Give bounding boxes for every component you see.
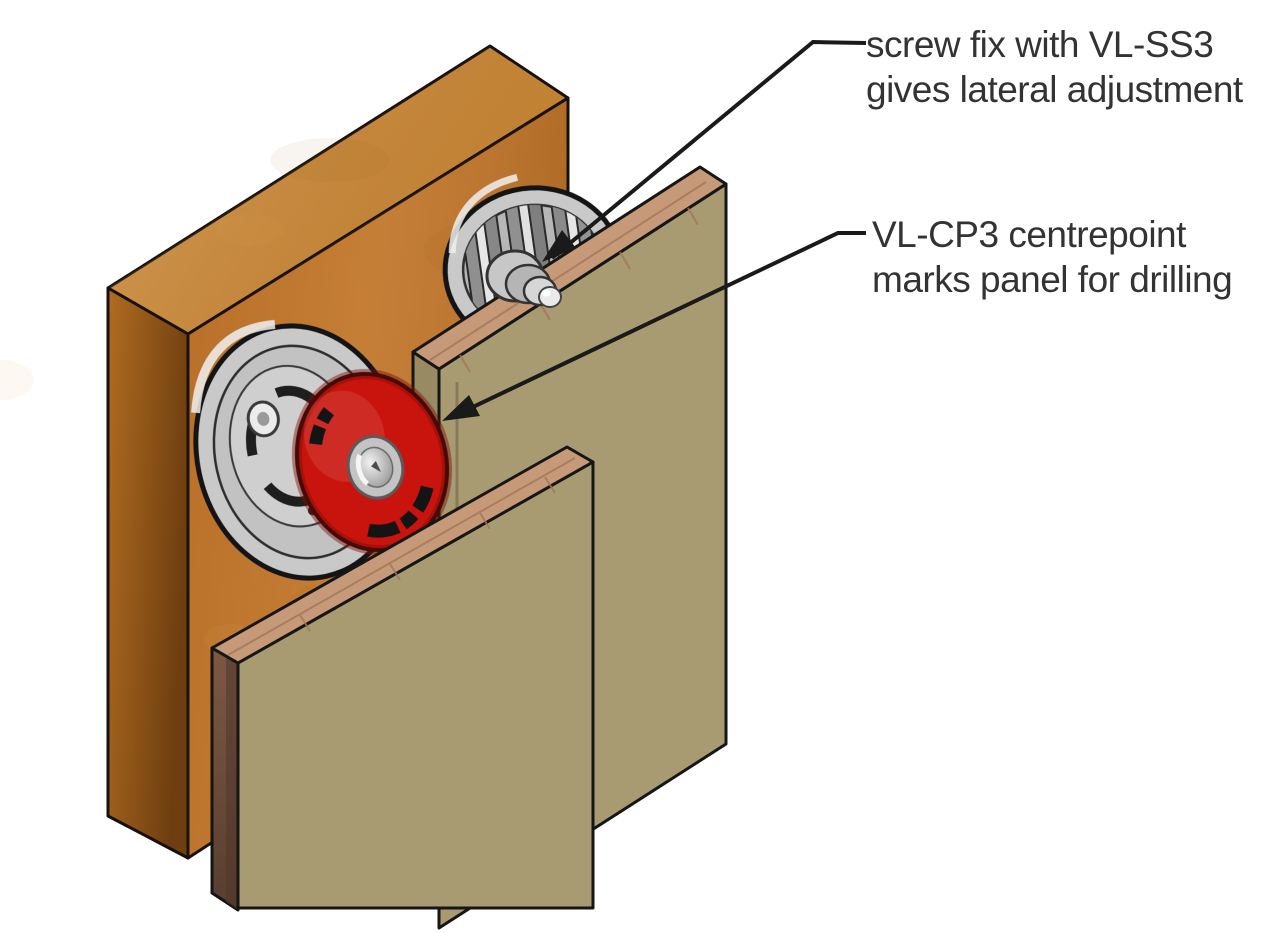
annotation-centrepoint-line1: VL-CP3 centrepoint [872, 214, 1187, 255]
annotation-centrepoint: VL-CP3 centrepoint marks panel for drill… [872, 214, 1233, 300]
leader-arrowhead-screw-fix [542, 230, 576, 262]
front-panel [210, 445, 595, 912]
annotation-screw-fix-line1: screw fix with VL-SS3 [866, 24, 1213, 65]
leader-lines [442, 39, 867, 421]
screw-highlight [541, 289, 551, 297]
front-panel-wood-edge-shade [226, 656, 238, 910]
leader-line-centrepoint [451, 231, 866, 419]
screw-head-dome [538, 286, 562, 308]
back-panel-core-edge [411, 165, 728, 371]
leader-arrowhead-centrepoint [442, 395, 480, 421]
wall-top-shading [108, 46, 568, 334]
annotation-centrepoint-line2: marks panel for drilling [872, 259, 1232, 300]
screw-washer-stack [485, 249, 562, 308]
plate-upper-highlight [448, 173, 519, 254]
centrepoint-cone [346, 435, 405, 500]
cone-tip [371, 460, 381, 473]
cone-highlight [355, 453, 370, 486]
annotation-screw-fix: screw fix with VL-SS3 gives lateral adju… [866, 24, 1244, 110]
leader-line-screw-fix [550, 39, 867, 260]
screw-hole-center [257, 411, 270, 426]
centrepoint-rim-lettering [308, 386, 436, 538]
back-panel-core-grain [429, 181, 707, 373]
wall-left-face [106, 286, 190, 860]
front-panel-core-grain [227, 457, 576, 656]
plate-lower-highlight [191, 319, 276, 414]
annotation-screw-fix-line2: gives lateral adjustment [866, 69, 1244, 110]
